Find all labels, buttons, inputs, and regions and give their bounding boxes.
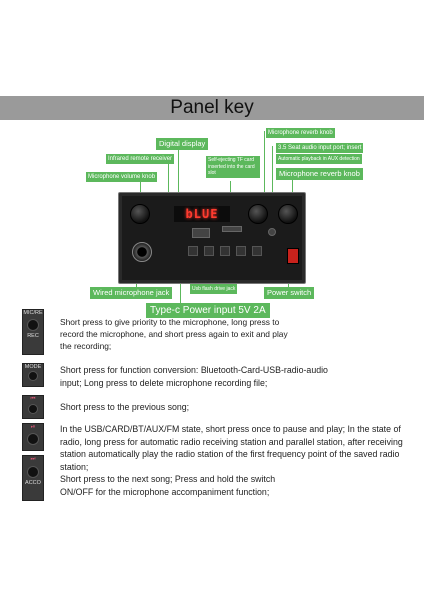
tf-card-slot[interactable] (222, 226, 242, 232)
button-dot (27, 466, 39, 478)
icon-label: REC (27, 333, 39, 339)
callout-usb-drive: Usb flash drive jack (190, 284, 238, 294)
button-dot (27, 319, 39, 331)
button-dot (28, 404, 38, 414)
mic-reverb-knob[interactable] (248, 204, 268, 224)
leader-line (272, 146, 273, 202)
volume-knob[interactable] (278, 204, 298, 224)
previous-button[interactable] (220, 246, 230, 256)
leader-line (180, 270, 181, 304)
icon-label: ⏮ (30, 396, 36, 402)
callout-self-eject: Self-ejecting TF card inserted into the … (206, 156, 260, 178)
callout-mic-reverb: Microphone reverb knob (276, 168, 363, 180)
icon-label: ⏭ (30, 456, 36, 462)
leader-line (292, 180, 293, 202)
icon-label: ⏯ (30, 424, 36, 430)
mic-rec-icon: MIC/RE REC (22, 309, 44, 355)
mode-button[interactable] (204, 246, 214, 256)
digital-display: bLUE (174, 206, 230, 222)
callout-digital-display: Digital display (156, 138, 209, 150)
mic-rec-button[interactable] (188, 246, 198, 256)
previous-icon: ⏮ (22, 395, 44, 419)
leader-line (168, 163, 169, 198)
play-pause-icon: ⏯ (22, 423, 44, 451)
page-title: Panel key (170, 97, 254, 118)
usb-port[interactable] (192, 228, 210, 238)
panel-face: bLUE (122, 196, 302, 280)
callout-aux-auto: Automatic playback in AUX detection (276, 154, 362, 164)
callout-mic-reverb-top: Microphone reverb knob (266, 128, 335, 138)
description-text: Short press to the previous song; (60, 402, 190, 412)
mode-icon: MODE (22, 363, 44, 387)
icon-label: ACCO (25, 480, 41, 486)
callout-aux-input: 3.5 Seat audio input port; insert (276, 143, 364, 153)
mic-volume-knob[interactable] (130, 204, 150, 224)
wired-mic-jack[interactable] (132, 242, 152, 262)
description-text: In the USB/CARD/BT/AUX/FM state, short p… (60, 424, 403, 472)
description-text: Short press to the next song; Press and … (60, 474, 276, 497)
callout-wired-mic: Wired microphone jack (90, 287, 173, 299)
title-banner: Panel key (0, 96, 424, 120)
callout-infrared: Infrared remote receiver (106, 154, 175, 164)
button-dot (28, 371, 38, 381)
next-button[interactable] (252, 246, 262, 256)
callout-typec: Type-c Power input 5V 2A (146, 303, 270, 318)
amplifier-panel: bLUE (118, 192, 306, 284)
next-icon: ⏭ ACCO (22, 455, 44, 501)
description-text: Short press to give priority to the micr… (60, 317, 288, 351)
callout-power-switch: Power switch (264, 287, 315, 299)
leader-line (264, 131, 265, 201)
power-switch[interactable] (287, 248, 299, 264)
leader-line (178, 150, 179, 198)
icon-label: MIC/RE (23, 310, 43, 316)
aux-input-port[interactable] (268, 228, 276, 236)
button-dot (27, 433, 39, 445)
callout-mic-volume: Microphone volume knob (86, 172, 158, 182)
display-text: bLUE (185, 207, 219, 221)
icon-label: MODE (24, 364, 42, 370)
description-text: Short press for function conversion: Blu… (60, 365, 328, 388)
play-pause-button[interactable] (236, 246, 246, 256)
